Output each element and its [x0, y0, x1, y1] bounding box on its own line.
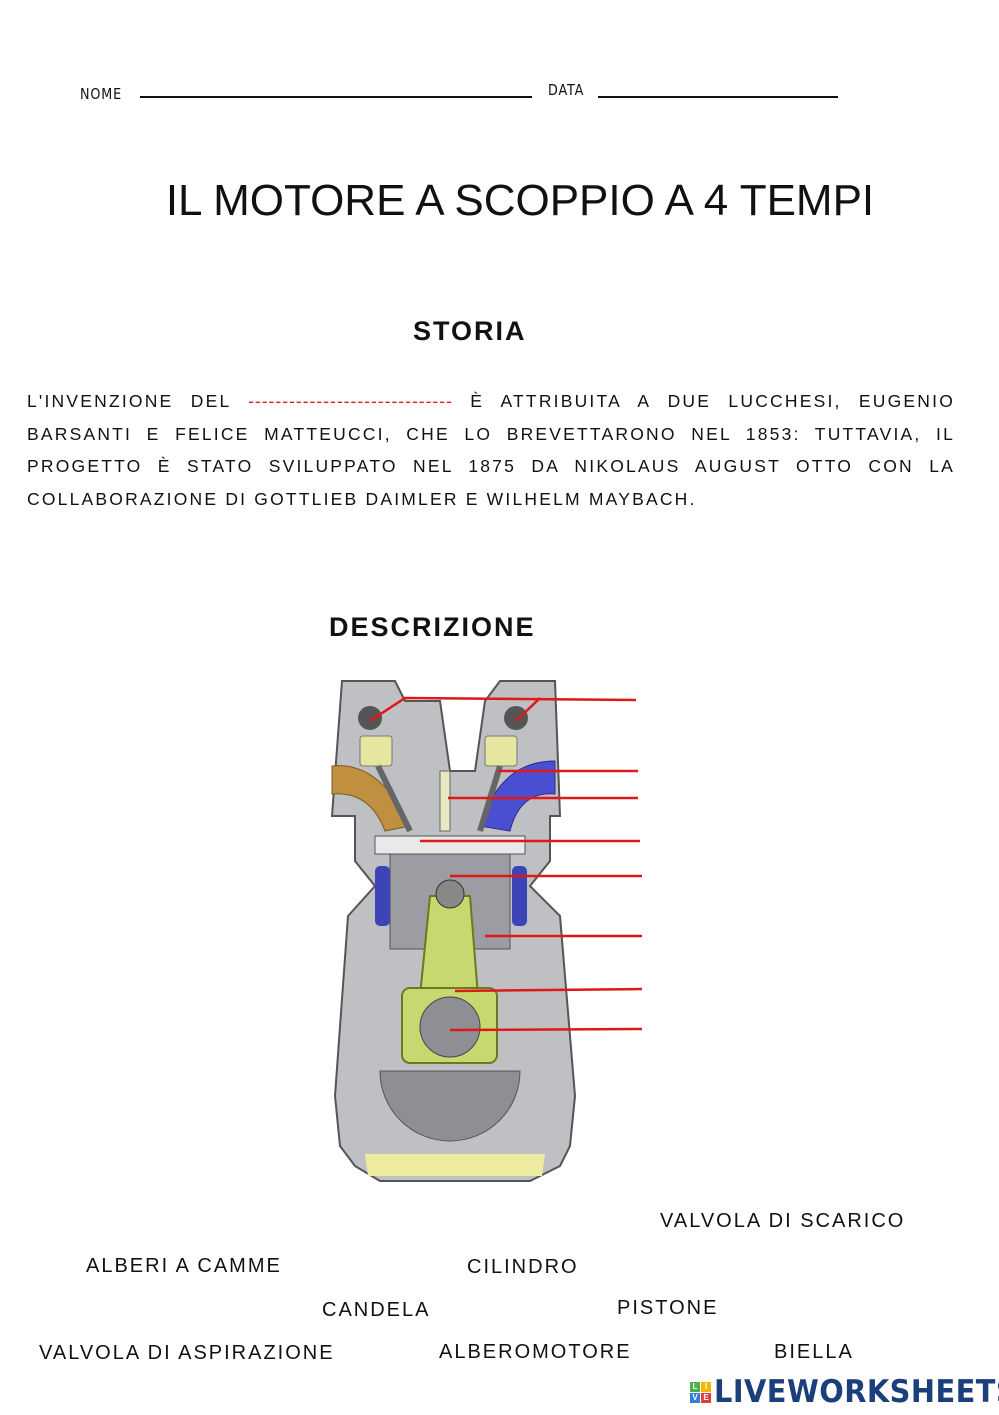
- word-card[interactable]: VALVOLA DI ASPIRAZIONE: [39, 1342, 335, 1364]
- logo-cube: I: [701, 1381, 711, 1392]
- liveworksheets-logo: L I V E LIVEWORKSHEETS: [690, 1374, 999, 1410]
- word-card[interactable]: ALBEROMOTORE: [439, 1341, 632, 1363]
- word-card[interactable]: ALBERI A CAMME: [86, 1255, 282, 1277]
- word-card[interactable]: PISTONE: [617, 1297, 719, 1319]
- name-field[interactable]: [140, 96, 532, 98]
- date-field[interactable]: [598, 96, 838, 98]
- logo-cubes-icon: L I V E: [690, 1381, 711, 1403]
- history-heading: STORIA: [413, 316, 527, 346]
- word-card[interactable]: VALVOLA DI SCARICO: [660, 1210, 906, 1232]
- description-heading: DESCRIZIONE: [329, 612, 536, 642]
- name-label: NOME: [80, 85, 123, 103]
- engine-diagram: [330, 680, 643, 1182]
- date-label: DATA: [548, 81, 585, 99]
- history-blank-field[interactable]: ------------------------------: [248, 391, 453, 411]
- logo-cube: E: [701, 1392, 711, 1403]
- word-card[interactable]: CILINDRO: [467, 1256, 579, 1278]
- history-text-before: L'INVENZIONE DEL: [27, 391, 231, 411]
- history-text-after: È ATTRIBUITA A DUE LUCCHESI, EUGENIO BAR…: [27, 391, 956, 509]
- label-leader-lines: [369, 696, 643, 1032]
- word-card[interactable]: CANDELA: [322, 1299, 431, 1321]
- engine-cross-section: [330, 680, 577, 1182]
- logo-cube: L: [690, 1381, 700, 1392]
- logo-cube: V: [690, 1392, 700, 1403]
- logo-text: LIVEWORKSHEETS: [714, 1374, 999, 1410]
- page-title: IL MOTORE A SCOPPIO A 4 TEMPI: [165, 176, 875, 225]
- history-paragraph: L'INVENZIONE DEL -----------------------…: [27, 385, 955, 515]
- word-card[interactable]: BIELLA: [774, 1341, 854, 1363]
